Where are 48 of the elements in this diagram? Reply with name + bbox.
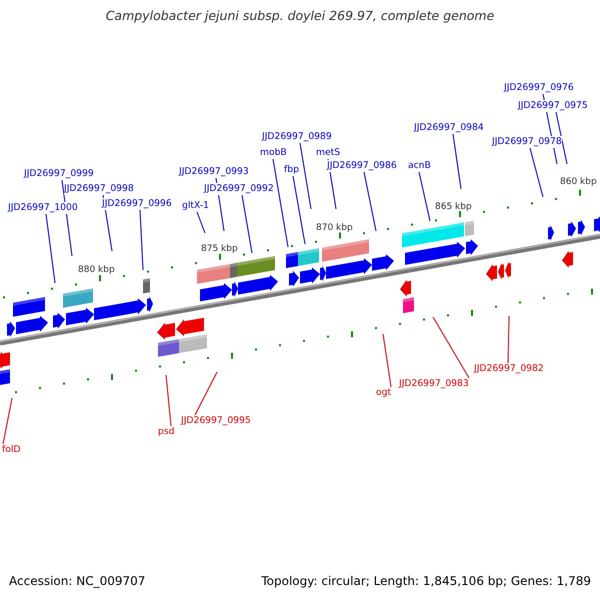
gene-label: JJD26997_0999 (24, 168, 94, 180)
scale-label: 875 kbp (201, 243, 238, 255)
leader-line (2, 398, 12, 444)
gene-label: JJD26997_0996 (102, 198, 172, 210)
leader-line (242, 194, 252, 254)
leader-line (194, 372, 218, 416)
scale-label: 860 kbp (560, 176, 597, 188)
gene-label: acnB (408, 160, 431, 172)
gene-label: JJD26997_0993 (179, 166, 249, 178)
gene-label: JJD26997_1000 (8, 202, 78, 214)
scale-label: 870 kbp (316, 222, 353, 234)
gene-label: psd (158, 426, 174, 438)
leader-line (418, 172, 430, 222)
title: Campylobacter jejuni subsp. doylei 269.97, complete genome (104, 10, 496, 22)
leader-line (364, 172, 376, 232)
gene-label: ogt (376, 387, 392, 399)
leader-line (556, 112, 568, 164)
gene-label: JJD26997_0982 (474, 363, 544, 375)
gene-label: fbp (284, 164, 299, 176)
gene-label: gltX-1 (182, 200, 209, 212)
scale-label: 880 kbp (78, 264, 115, 276)
gene-label: JJD26997_0992 (204, 183, 274, 195)
gene-label: JJD26997_0986 (327, 160, 397, 172)
genome-summary-text: Topology: circular; Length: 1,845,106 bp; Genes: 1,789 (261, 575, 591, 587)
leader-line (432, 316, 470, 378)
gene-label: JJD26997_0989 (262, 131, 332, 143)
leader-line (292, 176, 306, 244)
scale-label: 865 kbp (435, 201, 472, 213)
gene-label: JJD26997_0984 (414, 122, 484, 134)
gene-label: mobB (260, 147, 287, 159)
gene-label: JJD26997_0975 (518, 100, 588, 112)
leader-line (382, 334, 392, 388)
leader-line (196, 212, 206, 234)
gene-label: metS (316, 147, 340, 159)
leader-line (46, 214, 56, 284)
accession-text: Accession: NC_009707 (9, 575, 146, 587)
leader-line (452, 134, 462, 190)
gene-label: JJD26997_0998 (64, 183, 134, 195)
gene-label: JJD26997_0978 (492, 136, 562, 148)
leader-line (166, 374, 172, 426)
gene-label: JJD26997_0995 (181, 415, 251, 427)
leader-line (300, 142, 312, 210)
gene-label: JJD26997_0976 (504, 82, 574, 94)
leader-line (508, 316, 510, 364)
leader-line (530, 148, 544, 198)
leader-line (140, 210, 144, 270)
gene-label: JJD26997_0983 (399, 378, 469, 390)
leader-line (272, 158, 288, 248)
